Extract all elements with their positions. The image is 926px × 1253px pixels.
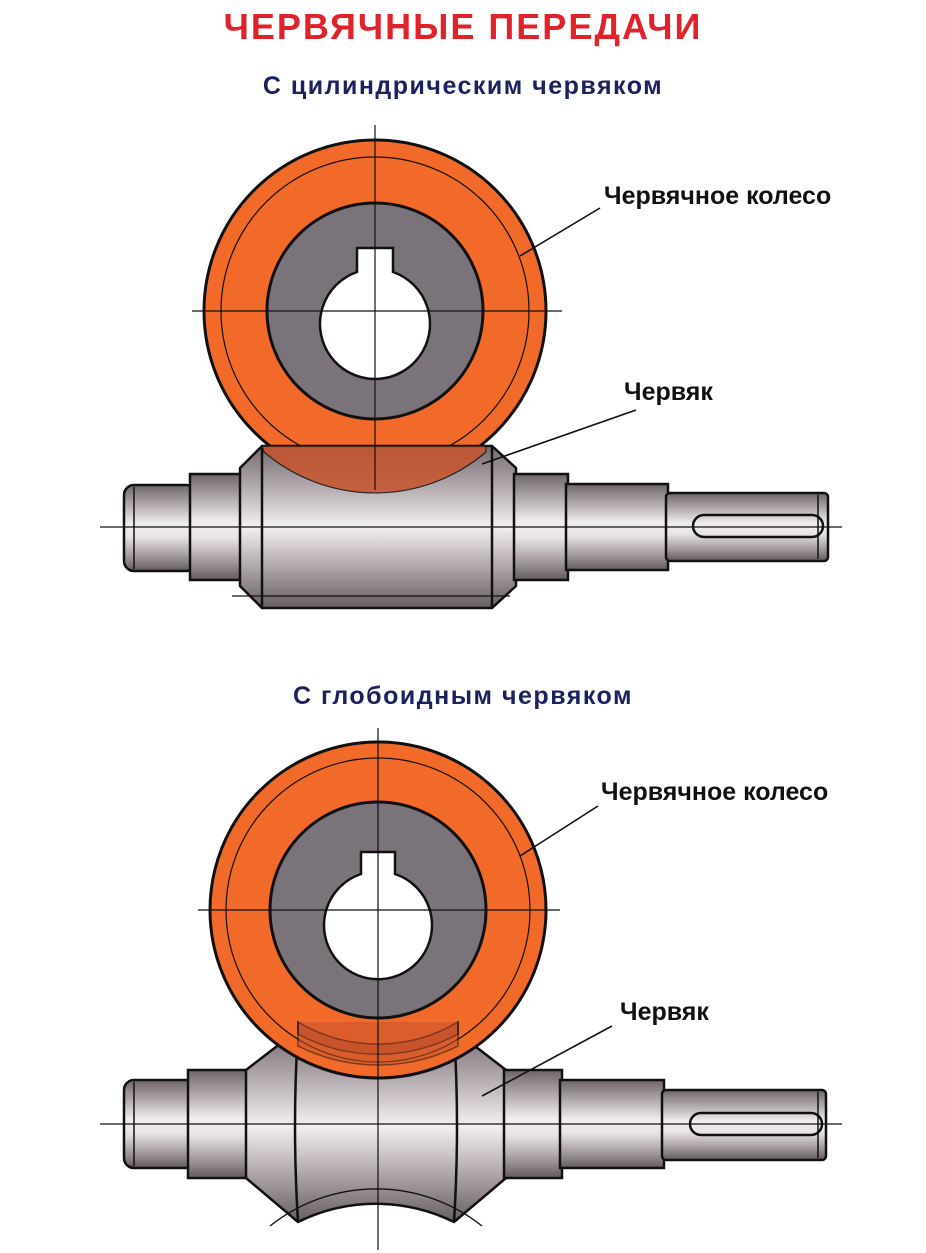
wheel-label-cylindrical: Червячное колесо [604, 182, 832, 210]
worm-label-globoid: Червяк [620, 998, 709, 1026]
page-title: ЧЕРВЯЧНЫЕ ПЕРЕДАЧИ [223, 6, 703, 47]
centre-lines [100, 125, 842, 528]
globoid-worm-icon [122, 1028, 828, 1227]
mesh-zone [261, 445, 487, 494]
section-globoid [100, 728, 842, 1250]
section-cylindrical [100, 125, 842, 610]
leader-lines [481, 207, 637, 465]
leader-lines [481, 805, 613, 1097]
section-subtitle-globoid: С глобоидным червяком [293, 682, 633, 710]
worm-label-cylindrical: Червяк [624, 378, 713, 406]
centre-lines [100, 728, 842, 1250]
section-subtitle-cylindrical: С цилиндрическим червяком [262, 72, 664, 100]
wheel-label-globoid: Червячное колесо [601, 778, 829, 806]
